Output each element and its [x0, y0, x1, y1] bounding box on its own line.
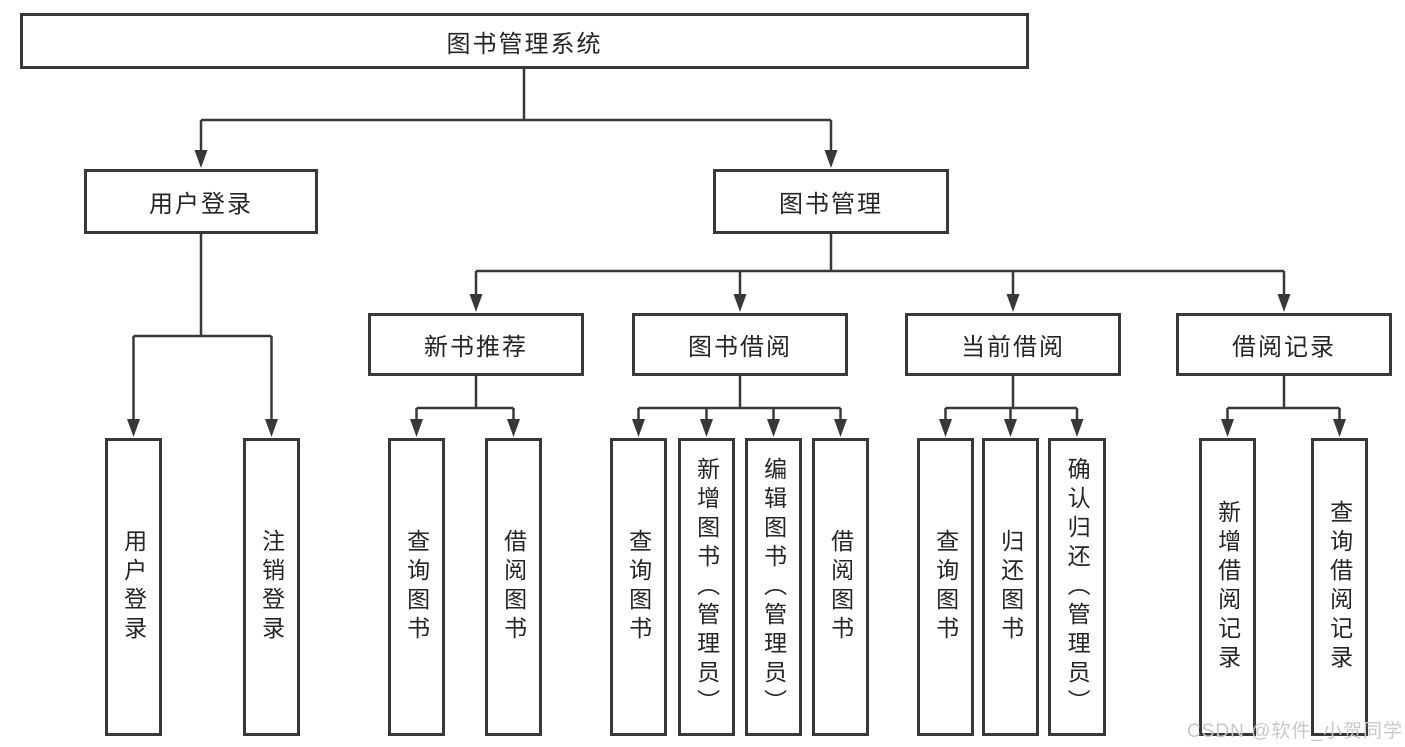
arrowhead-icon [632, 419, 645, 437]
arrowhead-icon [939, 419, 952, 437]
edge-bookborrow-to-leaves [637, 376, 842, 421]
node-label: 图书管理 [779, 191, 883, 218]
arrowhead-icon [1070, 419, 1084, 437]
node-label: 图书管理系统 [446, 30, 603, 58]
node-book-borrowing: 图书借阅 [632, 313, 848, 376]
arrowhead-icon [1004, 419, 1017, 437]
edge-root-to-level2 [199, 69, 833, 152]
node-borrowing-records: 借阅记录 [1176, 313, 1392, 376]
watermark: CSDN @软件_小贺同学 [1187, 721, 1403, 742]
node-label: 借阅记录 [1232, 334, 1336, 361]
node-label: 查询图书 [625, 529, 652, 645]
arrowhead-icon [1333, 419, 1346, 437]
edge-bookmgmt-to-level3 [474, 234, 1286, 296]
arrowhead-icon [1221, 419, 1234, 437]
arrowhead-icon [824, 150, 838, 168]
arrowhead-icon [700, 419, 713, 437]
arrowhead-icon [733, 294, 747, 312]
arrowhead-icon [1006, 294, 1020, 312]
arrowhead-icon [507, 419, 520, 437]
node-label: 注销登录 [258, 529, 285, 645]
node-label: 查询借阅记录 [1326, 500, 1353, 674]
arrowhead-icon [127, 419, 140, 437]
node-label: 归还图书 [997, 529, 1024, 645]
arrowhead-icon [194, 150, 208, 168]
node-label: 新增图书（管理员） [693, 456, 720, 718]
edge-currentborrow-to-leaves [944, 376, 1079, 421]
leaf-query-books-recommend: 查询图书 [388, 438, 445, 736]
arrowhead-icon [469, 294, 483, 312]
leaf-borrow-books-recommend: 借阅图书 [485, 438, 542, 736]
node-current-borrowing: 当前借阅 [905, 313, 1121, 376]
arrowheads [127, 150, 1346, 437]
node-label: 编辑图书（管理员） [760, 456, 787, 718]
arrowhead-icon [410, 419, 423, 437]
leaf-user-login: 用户登录 [105, 438, 162, 736]
leaf-confirm-return-admin: 确认归还（管理员） [1048, 438, 1106, 736]
arrowhead-icon [1277, 294, 1291, 312]
arrowhead-icon [834, 419, 847, 437]
edge-userlogin-to-leaves [132, 234, 273, 421]
leaf-logout: 注销登录 [243, 438, 300, 736]
node-book-management: 图书管理 [713, 169, 949, 234]
leaf-query-books-borrow: 查询图书 [610, 438, 667, 736]
node-user-login: 用户登录 [84, 169, 318, 234]
node-label: 借阅图书 [827, 529, 854, 645]
node-label: 新书推荐 [424, 334, 528, 361]
leaf-query-books-current: 查询图书 [917, 438, 974, 736]
node-new-book-recommendation: 新书推荐 [368, 313, 584, 376]
node-label: 确认归还（管理员） [1064, 456, 1091, 718]
leaf-edit-books-admin: 编辑图书（管理员） [745, 438, 802, 736]
node-label: 新增借阅记录 [1214, 500, 1241, 674]
node-label: 查询图书 [932, 529, 959, 645]
edge-newbook-to-leaves [415, 376, 515, 421]
node-library-management-system: 图书管理系统 [20, 13, 1029, 69]
leaf-borrow-books: 借阅图书 [812, 438, 869, 736]
node-label: 用户登录 [149, 191, 253, 218]
edge-borrowrecord-to-leaves [1226, 376, 1341, 421]
node-label: 图书借阅 [688, 334, 792, 361]
node-label: 当前借阅 [961, 334, 1065, 361]
node-label: 用户登录 [120, 529, 147, 645]
arrowhead-icon [265, 419, 278, 437]
node-label: 借阅图书 [500, 529, 527, 645]
node-label: 查询图书 [403, 529, 430, 645]
leaf-add-books-admin: 新增图书（管理员） [678, 438, 735, 736]
leaf-return-books: 归还图书 [982, 438, 1039, 736]
leaf-add-borrow-record: 新增借阅记录 [1199, 438, 1256, 736]
arrowhead-icon [767, 419, 780, 437]
leaf-query-borrow-record: 查询借阅记录 [1311, 438, 1368, 736]
